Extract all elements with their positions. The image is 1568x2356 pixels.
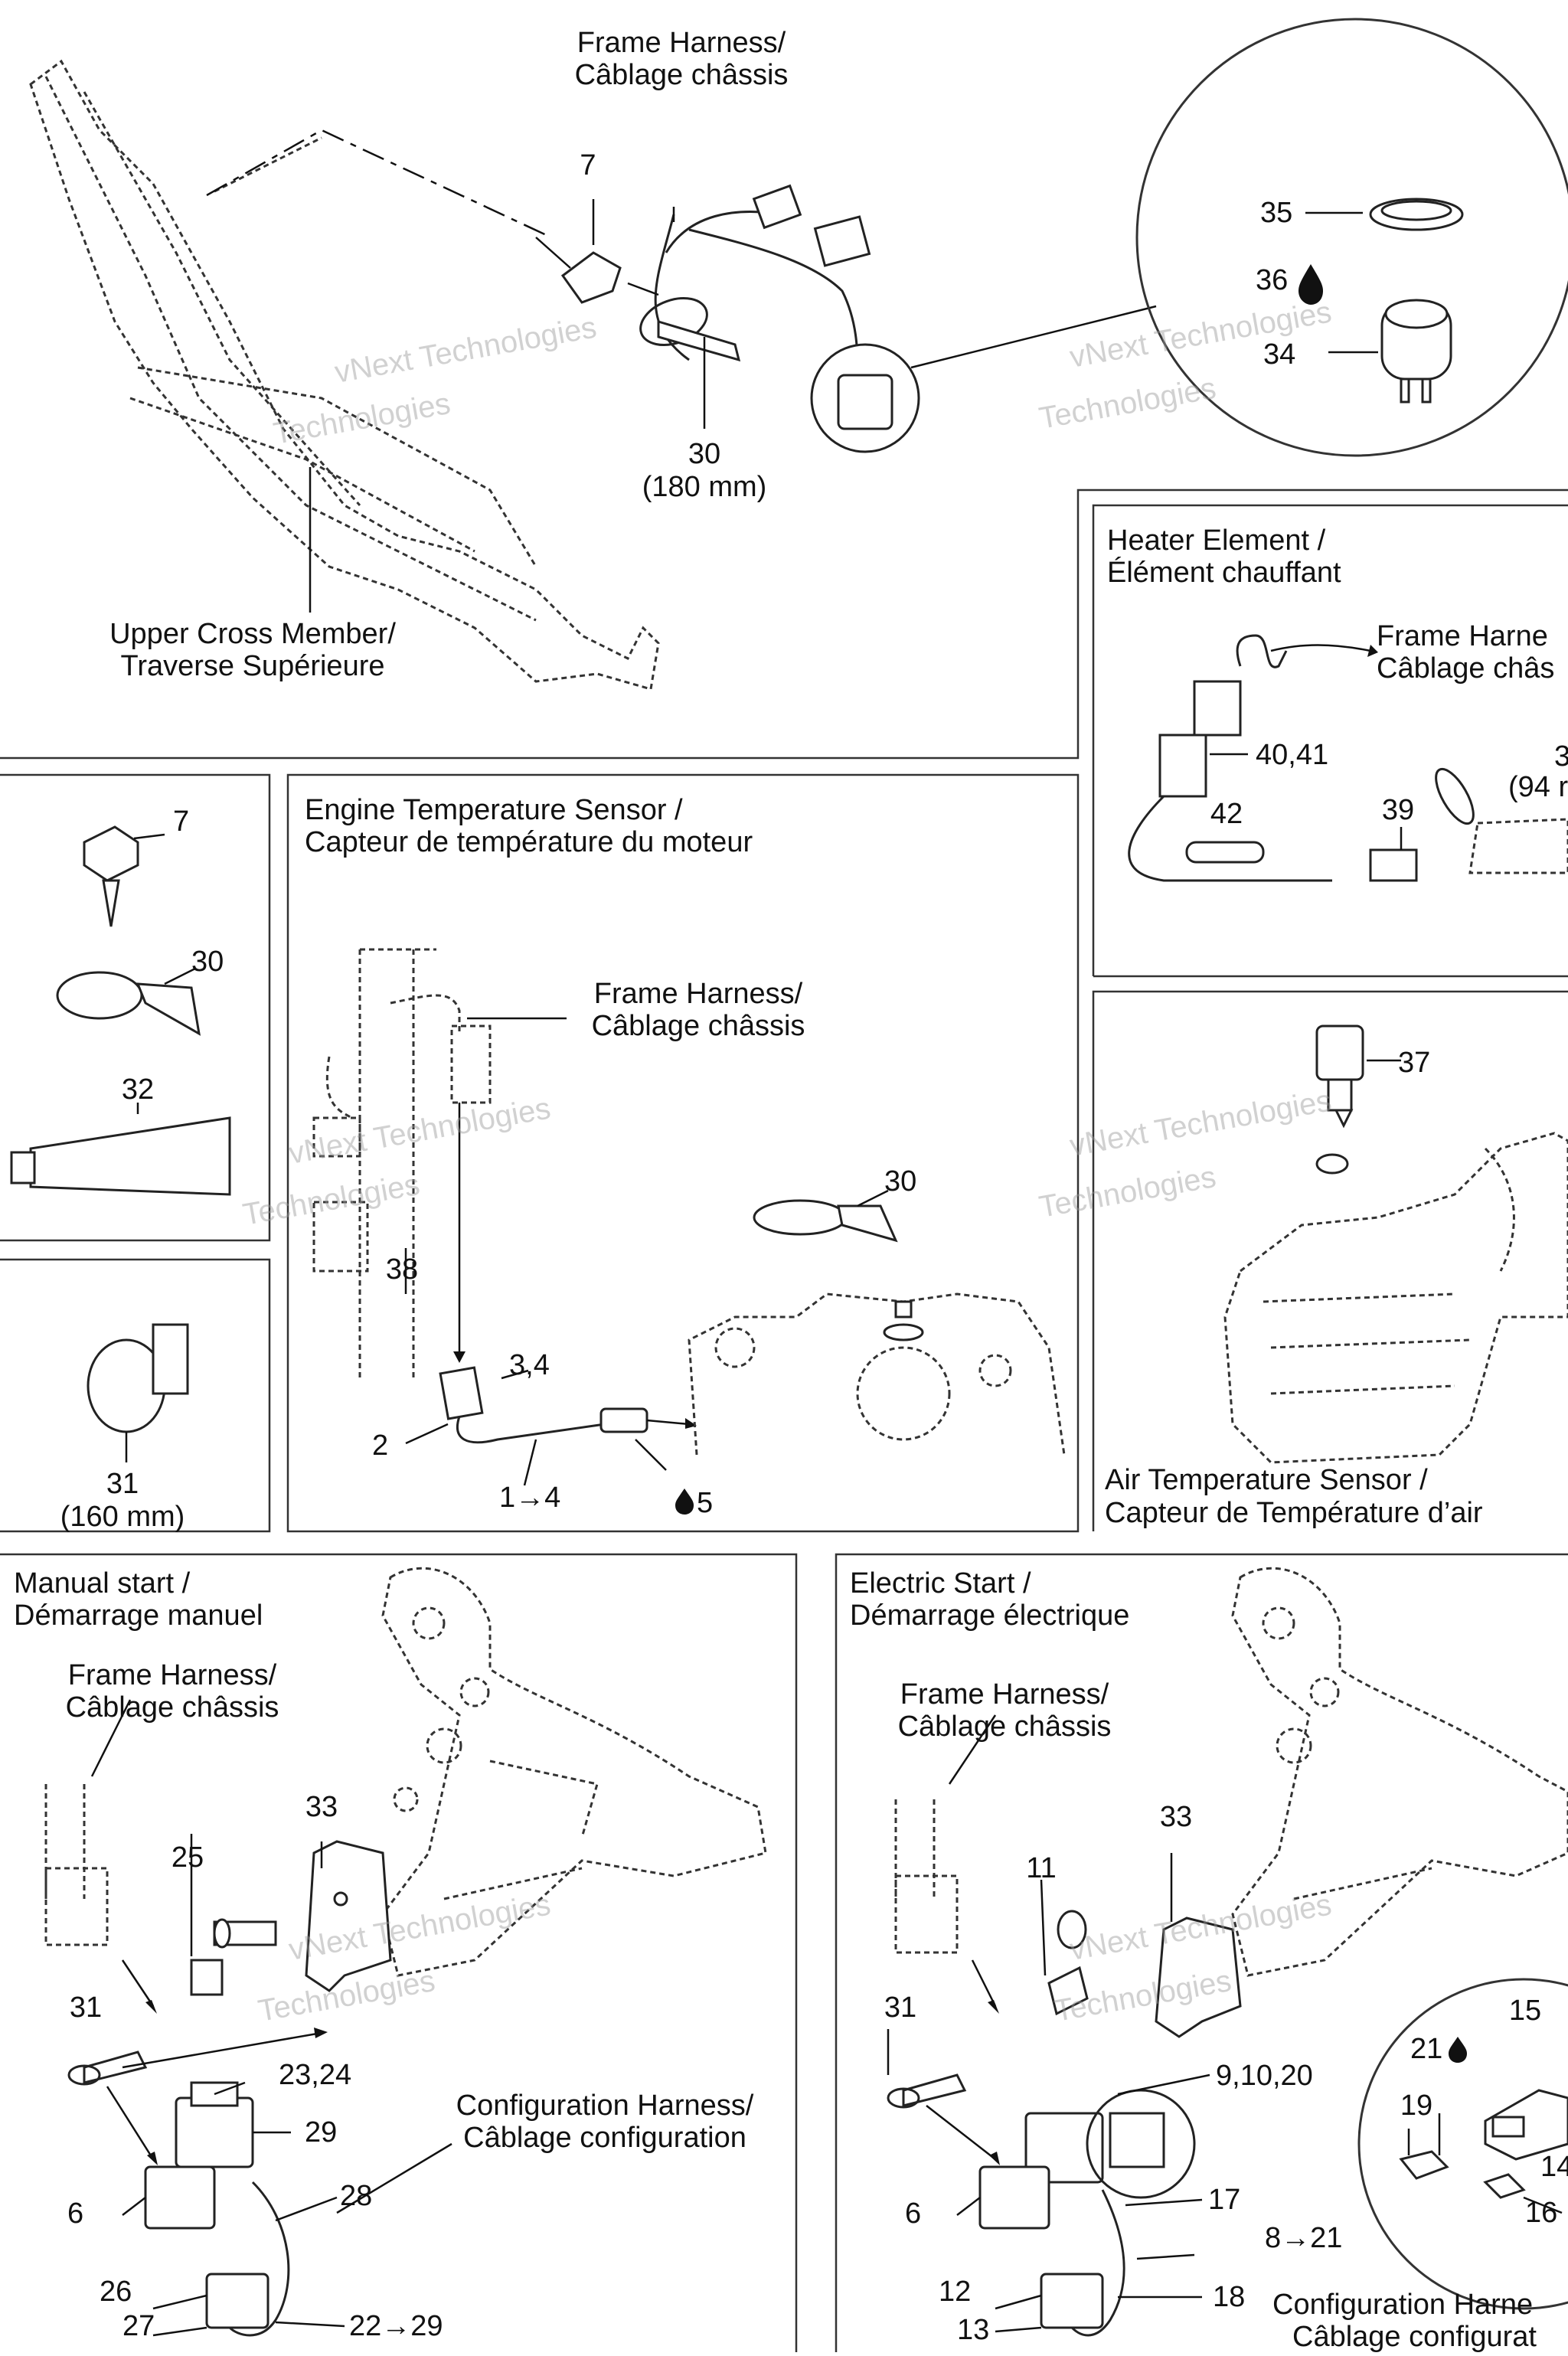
electric-part-12-label: 12 <box>939 2276 971 2308</box>
air-temp-title-fr: Capteur de Température d’air <box>1105 1497 1483 1529</box>
engine-temp-drawing <box>312 948 1066 1486</box>
electric-part-11-label: 11 <box>1026 1852 1056 1884</box>
electric-part-6-label: 6 <box>905 2198 921 2230</box>
hw-part-31-size: (160 mm) <box>60 1501 185 1533</box>
heater-frame-harness-fr: Câblage châs <box>1377 652 1554 685</box>
engine-part-30-label: 30 <box>884 1165 916 1198</box>
horn-callout <box>1135 18 1568 457</box>
electric-part-19-label: 19 <box>1400 2090 1432 2122</box>
drop-icon <box>675 1488 694 1515</box>
electric-start-title-fr: Démarrage électrique <box>850 1600 1129 1632</box>
manual-start-title-fr: Démarrage manuel <box>14 1600 263 1632</box>
heater-element-title-fr: Élément chauffant <box>1107 556 1341 589</box>
electric-start-drawing <box>887 1567 1568 2337</box>
electric-part-15-label: 15 <box>1509 1995 1541 2027</box>
electric-part-21-label: 21 <box>1410 2033 1442 2065</box>
part-5-label: 5 <box>697 1487 713 1519</box>
drop-icon <box>1449 2037 1467 2063</box>
manual-start-title-en: Manual start / <box>14 1567 191 1600</box>
part-38-label: 38 <box>386 1253 418 1286</box>
hardware-drawing <box>10 825 231 1462</box>
manual-frame-harness-fr: Câblage châssis <box>66 1691 279 1724</box>
part-35-label: 35 <box>1260 197 1292 229</box>
electric-frame-harness-fr: Câblage châssis <box>898 1711 1112 1743</box>
part-3-4-label: 3,4 <box>509 1349 550 1381</box>
manual-config-harness-fr: Câblage configuration <box>463 2122 746 2154</box>
panel-borders <box>0 489 1568 2352</box>
engine-frame-harness-fr: Câblage châssis <box>592 1010 805 1042</box>
manual-frame-harness-en: Frame Harness/ <box>68 1659 277 1691</box>
electric-part-18-label: 18 <box>1213 2281 1245 2313</box>
electric-part-33-label: 33 <box>1160 1801 1192 1833</box>
electric-config-harness-fr: Câblage configurat <box>1292 2321 1537 2352</box>
hw-part-31-label: 31 <box>106 1468 139 1500</box>
electric-part-17-label: 17 <box>1208 2184 1240 2216</box>
part-2-label: 2 <box>372 1430 388 1462</box>
watermark-text: Technologies <box>1037 1160 1219 1224</box>
heater-element-drawing <box>1128 634 1568 882</box>
part-30-size: (180 mm) <box>642 471 767 503</box>
hw-part-30-label: 30 <box>191 946 224 978</box>
hw-part-32-label: 32 <box>122 1073 154 1106</box>
manual-start-drawing <box>44 1567 767 2337</box>
part-7-label: 7 <box>580 149 596 181</box>
electric-frame-harness-en: Frame Harness/ <box>900 1678 1109 1711</box>
part-36-label: 36 <box>1256 264 1288 296</box>
part-34-label: 34 <box>1263 338 1295 371</box>
watermark-text: vNext Technologies <box>332 310 599 389</box>
electric-config-harness-en: Configuration Harne <box>1272 2289 1533 2321</box>
heater-element-title-en: Heater Element / <box>1107 524 1326 557</box>
hw-part-7-label: 7 <box>173 805 189 838</box>
manual-config-harness-en: Configuration Harness/ <box>456 2090 754 2122</box>
frame-harness-top-drawing <box>535 184 1157 453</box>
electric-start-title-en: Electric Start / <box>850 1567 1031 1600</box>
drop-icon <box>1298 264 1323 305</box>
electric-part-16-label: 16 <box>1525 2197 1557 2229</box>
watermark-text: Technologies <box>271 387 453 451</box>
watermark-text: Technologies <box>1037 371 1219 436</box>
upper-cross-member-label-fr: Traverse Supérieure <box>121 650 385 682</box>
part-3x-label: 3 <box>1554 740 1568 773</box>
part-39-label: 39 <box>1382 794 1414 826</box>
electric-part-13-label: 13 <box>957 2314 989 2346</box>
upper-cross-member-drawing <box>29 59 660 691</box>
engine-frame-harness-en: Frame Harness/ <box>594 978 803 1010</box>
electric-part-14-label: 14 <box>1540 2151 1568 2183</box>
manual-part-31-label: 31 <box>70 1992 102 2024</box>
manual-part-29-label: 29 <box>305 2116 337 2149</box>
manual-part-6-label: 6 <box>67 2198 83 2230</box>
part-40-41-label: 40,41 <box>1256 739 1328 771</box>
watermark-text: vNext Technologies <box>1067 1083 1334 1162</box>
manual-part-23-24-label: 23,24 <box>279 2059 351 2091</box>
watermark-text: Technologies <box>240 1168 423 1232</box>
part-42-label: 42 <box>1210 798 1243 830</box>
heater-frame-harness-en: Frame Harne <box>1377 620 1548 652</box>
engine-temp-title-en: Engine Temperature Sensor / <box>305 794 683 826</box>
electric-part-9-10-20-label: 9,10,20 <box>1216 2060 1313 2092</box>
frame-harness-label-en: Frame Harness/ <box>577 27 786 59</box>
manual-part-22-29-label: 22→29 <box>349 2310 443 2342</box>
part-94-size: (94 r <box>1508 771 1568 803</box>
upper-cross-member-label-en: Upper Cross Member/ <box>109 618 396 650</box>
part-30-label: 30 <box>688 438 720 470</box>
manual-part-26-label: 26 <box>100 2276 132 2308</box>
part-37-label: 37 <box>1398 1047 1430 1079</box>
part-1-4-label: 1→4 <box>499 1482 560 1514</box>
watermark-text: vNext Technologies <box>286 1091 554 1170</box>
manual-part-27-label: 27 <box>122 2310 155 2342</box>
frame-harness-label-fr: Câblage châssis <box>575 59 789 91</box>
electric-part-8-21-label: 8→21 <box>1265 2222 1342 2254</box>
air-temp-drawing <box>1223 1024 1568 1464</box>
manual-part-28-label: 28 <box>340 2180 372 2212</box>
manual-part-33-label: 33 <box>305 1791 338 1823</box>
manual-part-25-label: 25 <box>172 1841 204 1874</box>
engine-temp-title-fr: Capteur de température du moteur <box>305 826 753 858</box>
electric-part-31-label: 31 <box>884 1992 916 2024</box>
air-temp-title-en: Air Temperature Sensor / <box>1105 1464 1428 1496</box>
